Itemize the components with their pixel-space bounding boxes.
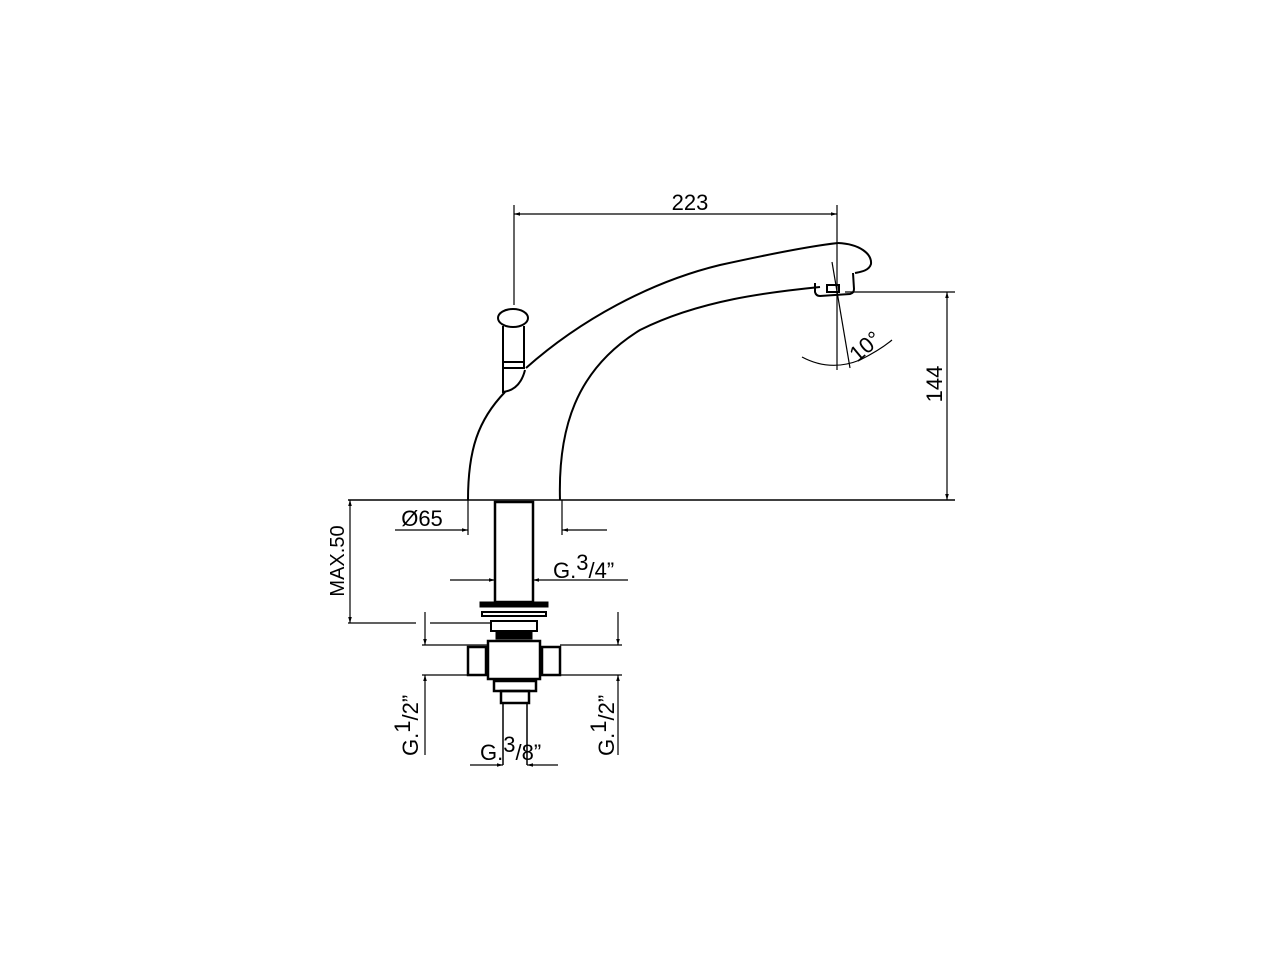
dimension-angle	[801, 261, 893, 369]
inlet-right-label: G.1/2”	[586, 695, 619, 756]
dimension-diameter	[395, 500, 607, 535]
outlet-label: G.3/8”	[480, 732, 541, 765]
dimension-reach	[513, 205, 838, 370]
angle-label: 10°	[844, 326, 886, 367]
dimension-inlet-right	[560, 612, 622, 755]
height-label: 144	[922, 366, 947, 403]
connector-block	[466, 639, 562, 765]
reach-label: 223	[672, 190, 709, 215]
faucet-body	[467, 242, 873, 501]
deck-label: MAX.50	[327, 525, 349, 596]
diameter-label: Ø65	[401, 506, 443, 531]
shank-label: G.3/4”	[553, 550, 614, 583]
lever-handle	[497, 308, 529, 394]
dimension-height	[845, 291, 955, 500]
dimension-deck	[348, 500, 490, 624]
inlet-left-label: G.1/2”	[390, 695, 423, 756]
dimension-inlet-left	[422, 612, 488, 755]
shank	[479, 500, 549, 640]
